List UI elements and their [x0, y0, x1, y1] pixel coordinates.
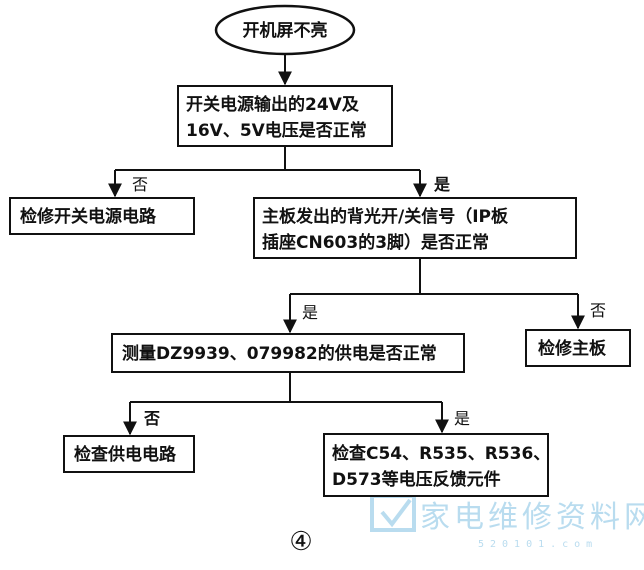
watermark-sub: 520101.com — [478, 539, 598, 550]
check-parts-box — [323, 433, 549, 497]
label-backlight-yes: 是 — [302, 303, 318, 322]
watermark-check-icon — [380, 498, 412, 528]
psu-check-box — [177, 85, 393, 147]
watermark-text: 家电维修资料网 — [420, 500, 644, 535]
label-supply-yes: 是 — [454, 409, 470, 428]
start-node-text: 开机屏不亮 — [243, 20, 328, 41]
measure-supply-text: 测量DZ9939、079982的供电是否正常 — [122, 343, 437, 364]
psu-check-text-2: 16V、5V电压是否正常 — [186, 120, 367, 141]
check-parts-text-2: D573等电压反馈元件 — [332, 469, 501, 490]
check-supply-circuit-box — [63, 435, 195, 473]
repair-psu-text: 检修开关电源电路 — [20, 206, 157, 227]
backlight-check-text-2: 插座CN603的3脚）是否正常 — [262, 232, 489, 253]
label-psu-yes: 是 — [433, 175, 450, 194]
figure-number: ④ — [289, 527, 312, 557]
label-psu-no: 否 — [132, 175, 148, 194]
repair-mainboard-box — [525, 329, 631, 367]
label-backlight-no: 否 — [590, 301, 606, 320]
measure-supply-box — [111, 333, 465, 373]
repair-mainboard-text: 检修主板 — [538, 338, 607, 359]
check-parts-text-1: 检查C54、R535、R536、 — [332, 443, 550, 464]
check-supply-circuit-text: 检查供电电路 — [74, 444, 177, 465]
watermark: 家电维修资料网 520101.com — [370, 494, 644, 550]
backlight-check-box — [253, 197, 577, 259]
repair-psu-box — [9, 197, 195, 235]
label-supply-no: 否 — [143, 409, 160, 428]
psu-check-text-1: 开关电源输出的24V及 — [186, 94, 360, 115]
backlight-check-text-1: 主板发出的背光开/关信号（IP板 — [262, 206, 509, 227]
